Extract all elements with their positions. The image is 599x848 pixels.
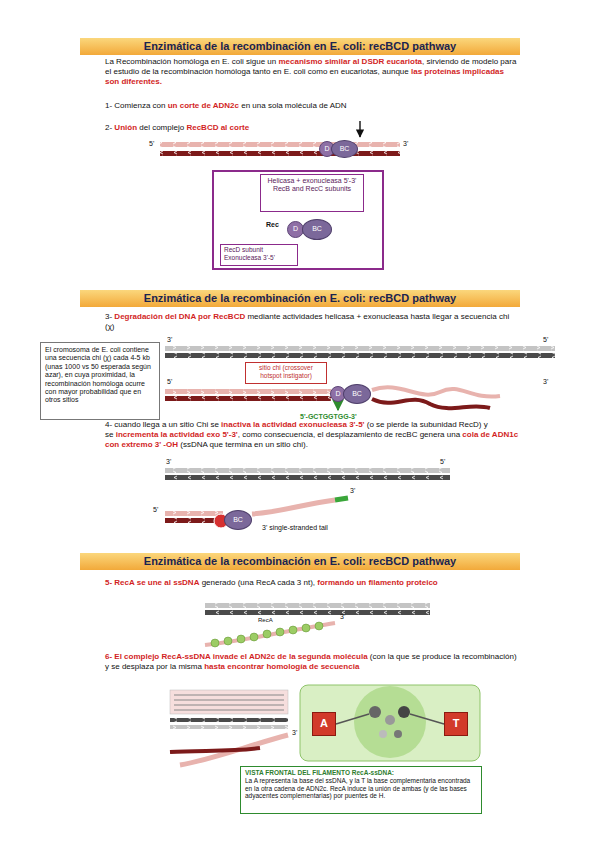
node-text: D (335, 390, 340, 398)
body-text: 2-Unióndel complejoRecBCD al corte (105, 123, 520, 133)
section-header: Enzimática de la recombinación en E. col… (80, 38, 520, 55)
function-box: Helicasa + exonucleasa 5'-3' RecB and Re… (260, 174, 364, 212)
dna-duplex-1 (160, 121, 400, 156)
figure-label: 5' (153, 506, 158, 514)
recbc-subunit: BC (343, 384, 371, 404)
body-text: 4- cuando llega a un sitio Chi seinactiv… (105, 420, 520, 450)
body-text: 6- El complejo RecA-ssDNA invade el ADN2… (105, 652, 520, 672)
highlight-text: Unión (114, 123, 137, 132)
dna-duplex-3 (165, 468, 450, 528)
figure-label: 3' (292, 729, 297, 737)
node-text: D (324, 145, 329, 153)
figure-label: 5' (167, 378, 172, 386)
section-header: Enzimática de la recombinación en E. col… (80, 290, 520, 307)
base-square: A (312, 712, 336, 736)
text-run: generado (una RecA cada 3 nt), (202, 578, 315, 587)
figure-label: 3' (166, 458, 171, 466)
note-box: El cromosoma de E. coli contiene una sec… (40, 342, 160, 420)
text-run: del complejo (139, 123, 184, 132)
highlight-text: formando un filamento proteico (317, 578, 437, 587)
highlight-text: incrementa la actividad exo 5'-3' (116, 430, 238, 439)
inset-box: Rec Helicasa + exonucleasa 5'-3' RecB and… (212, 170, 384, 270)
figure-label: 3' (403, 140, 408, 148)
figure-label: 3' (350, 487, 355, 495)
figure-label: 5' (440, 458, 445, 466)
text-run: 4- cuando llega a un sitio Chi se (105, 420, 219, 429)
recbc-subunit: BC (331, 140, 358, 158)
highlight-text: Degradación del DNA por RecBCD (114, 312, 245, 321)
text-run: La Recombinación homóloga en E. coli sig… (105, 57, 276, 66)
text-run: 1- Comienza con (105, 101, 165, 110)
text-run: 3- (105, 312, 112, 321)
figure-label: RecA (258, 617, 273, 624)
node-text: sitio chi (crossover hotspot instigator) (248, 364, 324, 380)
figure-label: 5'-GCTGGTGG-3' (300, 413, 357, 421)
node-text: BC (340, 145, 350, 153)
highlight-text: 5- RecA se une al ssDNA (105, 578, 199, 587)
base-square: T (444, 712, 468, 736)
callout-box: sitio chi (crossover hotspot instigator) (245, 362, 327, 384)
figure-label: 3' (167, 336, 172, 344)
body-text: 5- RecA se une al ssDNAgenerado (una Rec… (105, 578, 520, 588)
node-text: El cromosoma de E. coli contiene una sec… (45, 346, 155, 405)
text-run: en una sola molécula de ADN (241, 101, 346, 110)
node-text: T (453, 717, 460, 730)
node-text: BC (352, 390, 362, 398)
node-text: BC (233, 516, 243, 524)
inset-ground (212, 170, 384, 270)
highlight-text: inactiva la actividad exonucleasa 3'-5' (221, 420, 364, 429)
strand-invasion (170, 690, 288, 765)
caption-heading: VISTA FRONTAL DEL FILAMENTO RecA-ssDNA: (245, 769, 477, 777)
figure-label: 3' (543, 378, 548, 386)
node-text: RecD subunit Exonucleasa 3'-5' (224, 246, 294, 262)
body-text: 1- Comienza conun corte de ADN2cen una s… (105, 101, 520, 111)
recbc-subunit: BC (302, 219, 332, 240)
text-run: 2- (105, 123, 112, 132)
highlight-text: hasta encontrar homología de secuencia (204, 662, 359, 671)
reca-filament (205, 603, 430, 647)
recbc-subunit: BC (224, 510, 252, 530)
dna-duplex-2 (165, 346, 555, 410)
caption-box: VISTA FRONTAL DEL FILAMENTO RecA-ssDNA:L… (240, 766, 482, 814)
body-text: 3-Degradación del DNA por RecBCDmediante… (105, 312, 520, 332)
figure-label: 3' single-stranded tail (262, 524, 328, 532)
highlight-text: mecanismo similar al DSDR eucariota (278, 57, 422, 66)
section-header: Enzimática de la recombinación en E. col… (80, 553, 520, 570)
node-text: D (293, 225, 298, 233)
text-run: , como consecuencia, el desplazamiento d… (238, 430, 460, 439)
figure-label: 5' (149, 140, 154, 148)
highlight-text: 6- El complejo RecA-ssDNA invade el ADN2… (105, 652, 368, 661)
highlight-text: RecBCD al corte (186, 123, 249, 132)
node-text: BC (312, 225, 322, 233)
function-box: RecD subunit Exonucleasa 3'-5' (220, 244, 298, 266)
highlight-text: un corte de ADN2c (168, 101, 239, 110)
figure-label: 3' (340, 613, 345, 621)
reca-front-view (300, 685, 480, 761)
node-text: La A representa la base del ssDNA, y la … (245, 777, 477, 800)
node-text: A (320, 717, 328, 730)
body-text: La Recombinación homóloga en E. coli sig… (105, 57, 520, 87)
text-run: (ssDNA que termina en un sitio chi). (180, 440, 308, 449)
node-text: Helicasa + exonucleasa 5'-3' RecB and Re… (264, 177, 360, 194)
node-text: Rec (266, 221, 279, 229)
figure-label: 5' (543, 336, 548, 344)
